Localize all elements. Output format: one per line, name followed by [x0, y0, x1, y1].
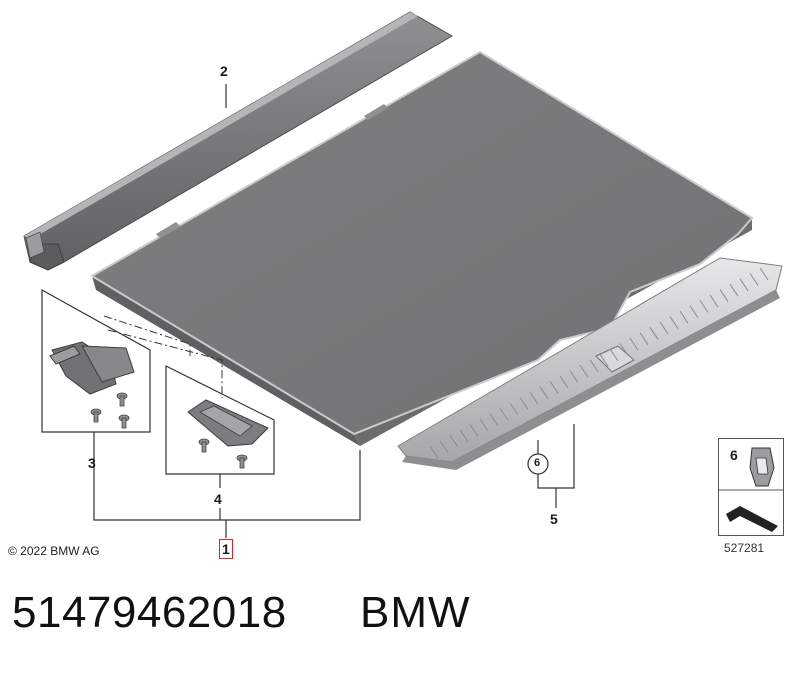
legend-box: [718, 438, 784, 536]
highlight-box-part-1: [219, 539, 233, 559]
detail-box-part-4: [165, 365, 275, 475]
screws-group-3: [90, 392, 130, 429]
callout-2: 2: [220, 63, 228, 79]
diagram-id: 527281: [724, 541, 765, 555]
leader-lines: [93, 84, 575, 538]
copyright-notice: © 2022 BMW AG: [8, 544, 100, 558]
callout-6-label: 6: [534, 457, 541, 469]
brand-name: BMW: [360, 588, 471, 637]
callout-5: 5: [550, 511, 558, 527]
screws-group-4: [198, 438, 248, 469]
legend-callout-6: 6: [730, 447, 738, 463]
callout-1: 1: [222, 541, 230, 557]
floor-panel-part-1: [90, 50, 754, 446]
callout-4: 4: [214, 491, 222, 507]
callout-3: 3: [88, 455, 96, 471]
trim-strip-part-2: [23, 11, 454, 271]
sill-ribs: [429, 267, 769, 459]
dash-dot-leaders: [103, 315, 223, 398]
detail-box-part-3: [41, 288, 151, 433]
callout-6-circle: [527, 453, 549, 475]
part-number: 51479462018: [12, 588, 287, 637]
